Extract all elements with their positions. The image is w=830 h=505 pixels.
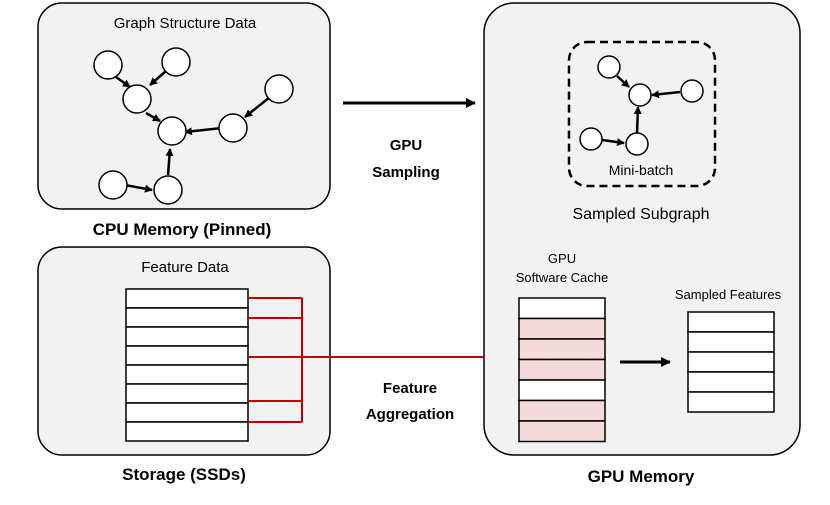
sampled-features-table xyxy=(687,311,775,413)
storage-panel: Feature Data xyxy=(37,246,331,456)
cache-row xyxy=(518,358,606,381)
gpu-cache-title-2: Software Cache xyxy=(516,270,609,285)
subgraph-node xyxy=(680,79,704,103)
graph-node xyxy=(218,113,248,143)
cache-row xyxy=(518,379,606,402)
cache-row xyxy=(518,317,606,340)
sampled-feature-row xyxy=(687,371,775,393)
cpu-memory-caption: CPU Memory (Pinned) xyxy=(93,220,272,239)
subgraph-node xyxy=(579,127,603,151)
gpu-software-cache xyxy=(518,297,606,443)
feature-aggregation-label-2: Aggregation xyxy=(366,406,454,423)
feature-data-title: Feature Data xyxy=(141,259,229,276)
feature-aggregation-label-1: Feature xyxy=(383,380,437,397)
cpu-memory-panel: Graph Structure Data xyxy=(37,2,331,210)
feature-row xyxy=(125,383,249,404)
subgraph-node xyxy=(597,55,621,79)
storage-caption: Storage (SSDs) xyxy=(122,465,246,484)
gpu-sampling-label-2: Sampling xyxy=(372,164,440,181)
cache-row xyxy=(518,399,606,422)
sampled-feature-row xyxy=(687,351,775,373)
subgraph-nodes xyxy=(579,55,704,156)
sampled-subgraph-label: Sampled Subgraph xyxy=(573,206,710,223)
graph-node xyxy=(264,74,294,104)
graph-node xyxy=(153,175,183,205)
subgraph-node xyxy=(628,83,652,107)
cpu-memory-box xyxy=(37,2,331,210)
graph-structure-title: Graph Structure Data xyxy=(114,15,257,32)
cache-row xyxy=(518,420,606,443)
graph-node xyxy=(93,50,123,80)
graph-node xyxy=(161,47,191,77)
sampled-features-label: Sampled Features xyxy=(675,287,782,302)
minibatch-label: Mini-batch xyxy=(609,162,674,178)
feature-row xyxy=(125,288,249,309)
sampled-feature-row xyxy=(687,391,775,413)
graph-node xyxy=(122,84,152,114)
subgraph-edges xyxy=(601,75,681,147)
graph-nodes xyxy=(93,47,294,205)
feature-table xyxy=(125,288,249,442)
sampled-feature-row xyxy=(687,331,775,353)
cache-row xyxy=(518,297,606,320)
feature-bracket xyxy=(248,297,303,423)
feature-row xyxy=(125,307,249,328)
feature-row xyxy=(125,364,249,385)
gpu-memory-caption: GPU Memory xyxy=(588,467,695,486)
graph-node xyxy=(98,170,128,200)
gpu-memory-panel: Mini-batch Sampled Subgraph GPU Software… xyxy=(483,2,801,456)
gpu-cache-title-1: GPU xyxy=(548,251,576,266)
minibatch-box xyxy=(567,40,717,188)
cache-row xyxy=(518,338,606,361)
feature-row xyxy=(125,326,249,347)
graph-node xyxy=(157,116,187,146)
feature-row xyxy=(125,402,249,423)
sampled-feature-row xyxy=(687,311,775,333)
feature-row xyxy=(125,421,249,442)
graph-edges xyxy=(115,70,271,193)
feature-row xyxy=(125,345,249,366)
subgraph-node xyxy=(625,132,649,156)
gpu-sampling-label-1: GPU xyxy=(390,137,423,154)
